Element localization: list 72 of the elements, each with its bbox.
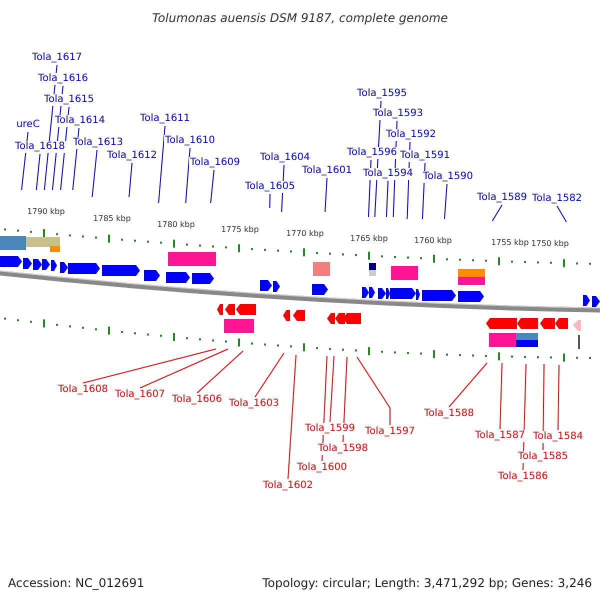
leader-line [448, 362, 488, 408]
gene-label: Tola_1606 [171, 394, 223, 406]
leader-line [210, 170, 214, 204]
gene-label: Tola_1618 [14, 141, 66, 153]
gene-label: Tola_1608 [57, 384, 109, 396]
gene-label: Tola_1596 [346, 147, 398, 159]
scale-label: 1775 kbp [221, 224, 259, 236]
gene-label: Tola_1614 [54, 115, 106, 127]
gene-label: Tola_1589 [476, 192, 528, 204]
leader-line [386, 180, 388, 218]
gene-label: Tola_1600 [296, 462, 348, 474]
scale-label: 1780 kbp [157, 219, 195, 231]
gene-label: Tola_1591 [399, 150, 451, 162]
scale-label: 1755 kbp [491, 237, 529, 249]
leader-line [269, 194, 270, 208]
leader-line [92, 150, 98, 198]
gene-label: Tola_1586 [497, 471, 549, 483]
title: Tolumonas auensis DSM 9187, complete genome [151, 10, 449, 27]
gene-label: Tola_1599 [304, 423, 356, 435]
leader-line [82, 348, 216, 384]
gene-label: Tola_1604 [259, 152, 311, 164]
leader-line [254, 352, 284, 398]
scale-label: 1790 kbp [27, 206, 65, 218]
gene-label: Tola_1605 [244, 181, 296, 193]
gene-label: Tola_1595 [356, 88, 408, 100]
leader-line [185, 148, 190, 204]
gene-label: Tola_1588 [423, 408, 475, 420]
gene-label: Tola_1615 [43, 94, 95, 106]
gene-label: Tola_1585 [517, 451, 569, 463]
leader-line [140, 348, 228, 388]
leader-line [128, 162, 132, 198]
gene-label: Tola_1616 [37, 73, 89, 85]
leader-line [444, 184, 448, 220]
gene-label: Tola_1582 [531, 193, 583, 205]
scale-label: 1750 kbp [531, 238, 569, 250]
gene-label: Tola_1607 [114, 389, 166, 401]
leader-line [342, 356, 348, 442]
gene-label: Tola_1584 [532, 431, 584, 443]
gene-label: Tola_1617 [31, 52, 83, 64]
leader-line [500, 362, 502, 430]
leader-line [324, 178, 328, 212]
scale-label: 1760 kbp [414, 235, 452, 247]
leader-line [556, 206, 567, 222]
gene-label: Tola_1598 [317, 443, 369, 455]
gene-label: Tola_1611 [139, 113, 191, 125]
gene-label: Tola_1587 [474, 430, 526, 442]
genome-summary-text: Topology: circular; Length: 3,471,292 bp; Genes: 3,246 [262, 575, 592, 592]
gene-label: Tola_1613 [72, 137, 124, 149]
leader-line [330, 356, 334, 422]
gene-label: Tola_1612 [106, 150, 158, 162]
leader-line [542, 364, 544, 450]
accession-text: Accession: NC_012691 [8, 575, 144, 592]
leader-line [356, 356, 390, 426]
gene-label: Tola_1603 [228, 398, 280, 410]
leader-line [558, 364, 560, 430]
gene-label: Tola_1594 [362, 168, 414, 180]
gene-label: Tola_1590 [422, 171, 474, 183]
scale-label: 1770 kbp [286, 228, 324, 240]
leader-line [36, 154, 40, 190]
gene-label: Tola_1593 [372, 108, 424, 120]
gene-label: Tola_1597 [364, 426, 416, 438]
leader-line [492, 204, 502, 222]
gene-label: Tola_1602 [262, 480, 314, 492]
leader-line [196, 350, 244, 394]
gene-label: Tola_1592 [385, 129, 437, 141]
scale-label: 1765 kbp [350, 233, 388, 245]
leader-line [158, 126, 166, 204]
leader-line [288, 354, 296, 480]
gene-label: Tola_1610 [164, 135, 216, 147]
scale-label: 1785 kbp [93, 213, 131, 225]
gene-label: Tola_1601 [301, 165, 353, 177]
gene-label: Tola_1609 [189, 157, 241, 169]
